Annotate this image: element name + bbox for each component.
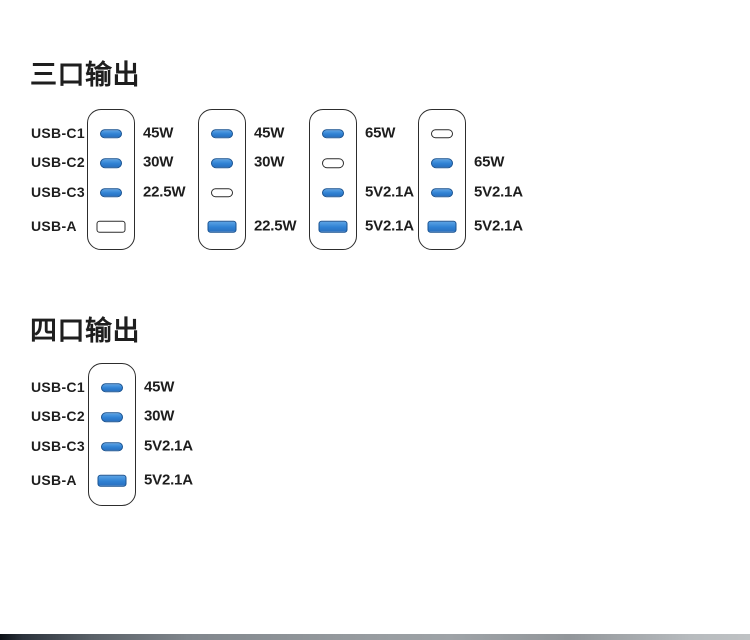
usb-c3-port <box>322 187 344 198</box>
usb-a-port <box>97 474 127 487</box>
usb-c1-output-value: 65W <box>365 124 396 141</box>
usb-a-output-value: 5V2.1A <box>144 471 193 488</box>
port-label-usb-c2: USB-C2 <box>31 154 85 170</box>
usb-c3-output-value: 5V2.1A <box>144 437 193 454</box>
usb-c2-output-value: 65W <box>474 153 505 171</box>
charger-outline <box>198 109 246 250</box>
bottom-image-edge-strip <box>0 634 750 640</box>
usb-a-port <box>96 220 126 233</box>
port-label-usb-c1: USB-C1 <box>31 378 85 395</box>
usb-c3-output-value: 5V2.1A <box>474 183 523 200</box>
usb-c2-port <box>322 158 344 168</box>
three-port-combo-1: 45W 30W 22.5W <box>87 109 217 250</box>
charger-outline <box>87 109 135 250</box>
usb-c1-output-value: 45W <box>144 378 175 395</box>
usb-c3-output-value: 22.5W <box>143 183 186 200</box>
usb-a-output-value: 5V2.1A <box>474 217 523 234</box>
usb-c2-output-value: 30W <box>143 153 174 171</box>
usb-c2-port <box>211 158 233 168</box>
usb-c1-port <box>211 128 233 139</box>
three-port-combo-2: 45W 30W 22.5W <box>198 109 328 250</box>
usb-c2-port <box>431 158 453 168</box>
usb-c1-port <box>101 382 123 393</box>
usb-c2-output-value: 30W <box>254 153 285 171</box>
four-port-section-title: 四口输出 <box>30 316 140 346</box>
three-port-combo-3: 65W 5V2.1A 5V2.1A <box>309 109 439 250</box>
usb-c3-port <box>101 441 123 452</box>
charger-outline <box>88 363 136 506</box>
three-port-combo-4: 65W 5V2.1A 5V2.1A <box>418 109 548 250</box>
usb-c1-port <box>431 128 453 139</box>
port-label-usb-a: USB-A <box>31 471 77 488</box>
usb-c2-port <box>101 412 123 422</box>
port-label-usb-a: USB-A <box>31 217 77 234</box>
charger-outline <box>418 109 466 250</box>
usb-a-output-value: 5V2.1A <box>365 217 414 234</box>
usb-c3-output-value: 5V2.1A <box>365 183 414 200</box>
four-port-combo-1: 45W 30W 5V2.1A 5V2.1A <box>88 363 218 506</box>
usb-c1-port <box>100 128 122 139</box>
three-port-section-title: 三口输出 <box>30 60 140 90</box>
usb-a-port <box>207 220 237 233</box>
port-label-usb-c3: USB-C3 <box>31 183 85 200</box>
port-label-usb-c2: USB-C2 <box>31 408 85 424</box>
usb-a-port <box>427 220 457 233</box>
usb-c1-output-value: 45W <box>143 124 174 141</box>
usb-a-port <box>318 220 348 233</box>
usb-c1-port <box>322 128 344 139</box>
usb-c3-port <box>211 187 233 198</box>
usb-c2-port <box>100 158 122 168</box>
usb-c3-port <box>100 187 122 198</box>
port-label-usb-c3: USB-C3 <box>31 437 85 454</box>
usb-c2-output-value: 30W <box>144 407 175 425</box>
usb-c3-port <box>431 187 453 198</box>
usb-c1-output-value: 45W <box>254 124 285 141</box>
charger-outline <box>309 109 357 250</box>
usb-a-output-value: 22.5W <box>254 217 297 234</box>
port-label-usb-c1: USB-C1 <box>31 124 85 141</box>
